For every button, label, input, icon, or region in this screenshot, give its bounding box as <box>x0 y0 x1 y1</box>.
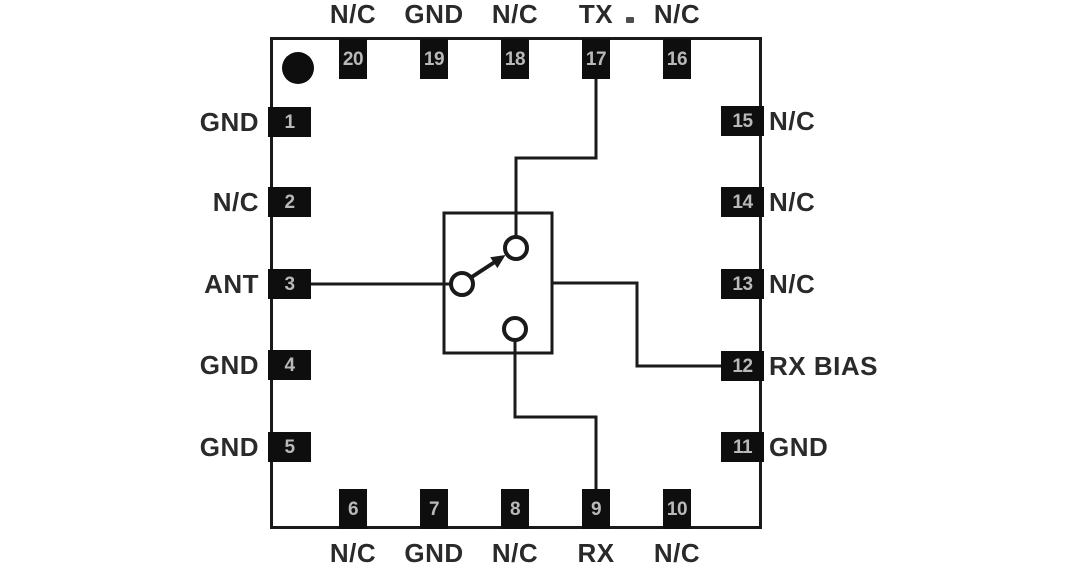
pin-9-number: 9 <box>590 498 602 520</box>
pin-7-number: 7 <box>428 498 440 520</box>
pin-5-label: GND <box>199 432 259 462</box>
pin-9-label: RX <box>577 538 615 568</box>
pin-8-pad: 8 <box>501 489 529 529</box>
pin-19-pad: 19 <box>420 39 448 79</box>
pin-14-pad: 14 <box>721 187 764 217</box>
pin-6-number: 6 <box>347 498 359 520</box>
pin-4-pad: 4 <box>268 350 311 380</box>
pin-19-label: GND <box>404 0 464 29</box>
pin1-indicator-dot <box>282 52 314 84</box>
pin-2-pad: 2 <box>268 187 311 217</box>
pin-11-number: 11 <box>732 436 753 458</box>
pin-8-label: N/C <box>491 538 539 568</box>
pin-1-label: GND <box>199 107 259 137</box>
pin-19-number: 19 <box>423 48 445 70</box>
pin-14-label: N/C <box>769 187 816 217</box>
pin-20-number: 20 <box>342 48 364 70</box>
pin-18-label: N/C <box>491 0 539 29</box>
pin-12-label: RX BIAS <box>769 351 878 381</box>
pin-17-label: TX <box>578 0 614 29</box>
tx-wire <box>514 79 598 237</box>
pin-20-pad: 20 <box>339 39 367 79</box>
pin-16-number: 16 <box>666 48 688 70</box>
pin-2-number: 2 <box>284 191 295 213</box>
pin-2-label: N/C <box>212 187 259 217</box>
pin-7-pad: 7 <box>420 489 448 529</box>
pin-17-number: 17 <box>585 48 607 70</box>
pin-3-label: ANT <box>204 269 259 299</box>
pin-10-label: N/C <box>653 538 701 568</box>
pin-13-pad: 13 <box>721 269 764 299</box>
pin-6-pad: 6 <box>339 489 367 529</box>
pin-18-number: 18 <box>504 48 526 70</box>
pin-5-pad: 5 <box>268 432 311 462</box>
pin-6-label: N/C <box>329 538 377 568</box>
pin-8-number: 8 <box>509 498 521 520</box>
pin-11-pad: 11 <box>721 432 764 462</box>
pin-12-pad: 12 <box>721 351 764 381</box>
pin-10-number: 10 <box>666 498 688 520</box>
pin-15-label: N/C <box>769 106 816 136</box>
pin-9-pad: 9 <box>582 489 610 529</box>
switch-pole-ant <box>449 271 475 297</box>
stray-period-mark <box>626 17 634 23</box>
pin-15-number: 15 <box>732 110 753 132</box>
pin-16-label: N/C <box>653 0 701 29</box>
switch-arrowhead-icon <box>490 255 506 269</box>
pin-13-label: N/C <box>769 269 816 299</box>
pin-7-label: GND <box>404 538 464 568</box>
switch-arm <box>469 260 496 280</box>
switch-pole-rx <box>502 316 528 342</box>
pin-14-number: 14 <box>732 191 753 213</box>
pin-5-number: 5 <box>284 436 295 458</box>
switch-pole-tx <box>503 235 529 261</box>
pin-4-number: 4 <box>284 354 295 376</box>
pin-17-pad: 17 <box>582 39 610 79</box>
pin-16-pad: 16 <box>663 39 691 79</box>
pin-11-label: GND <box>769 432 829 462</box>
pin-3-pad: 3 <box>268 269 311 299</box>
pin-20-label: N/C <box>329 0 377 29</box>
pin-15-pad: 15 <box>721 106 764 136</box>
pin-1-pad: 1 <box>268 107 311 137</box>
pin-4-label: GND <box>199 350 259 380</box>
pin-1-number: 1 <box>284 111 295 133</box>
pin-18-pad: 18 <box>501 39 529 79</box>
rx-bias-wire <box>552 281 721 368</box>
pin-3-number: 3 <box>284 273 295 295</box>
pin-10-pad: 10 <box>663 489 691 529</box>
pin-13-number: 13 <box>732 273 753 295</box>
rx-wire <box>513 340 598 489</box>
pin-12-number: 12 <box>732 355 753 377</box>
